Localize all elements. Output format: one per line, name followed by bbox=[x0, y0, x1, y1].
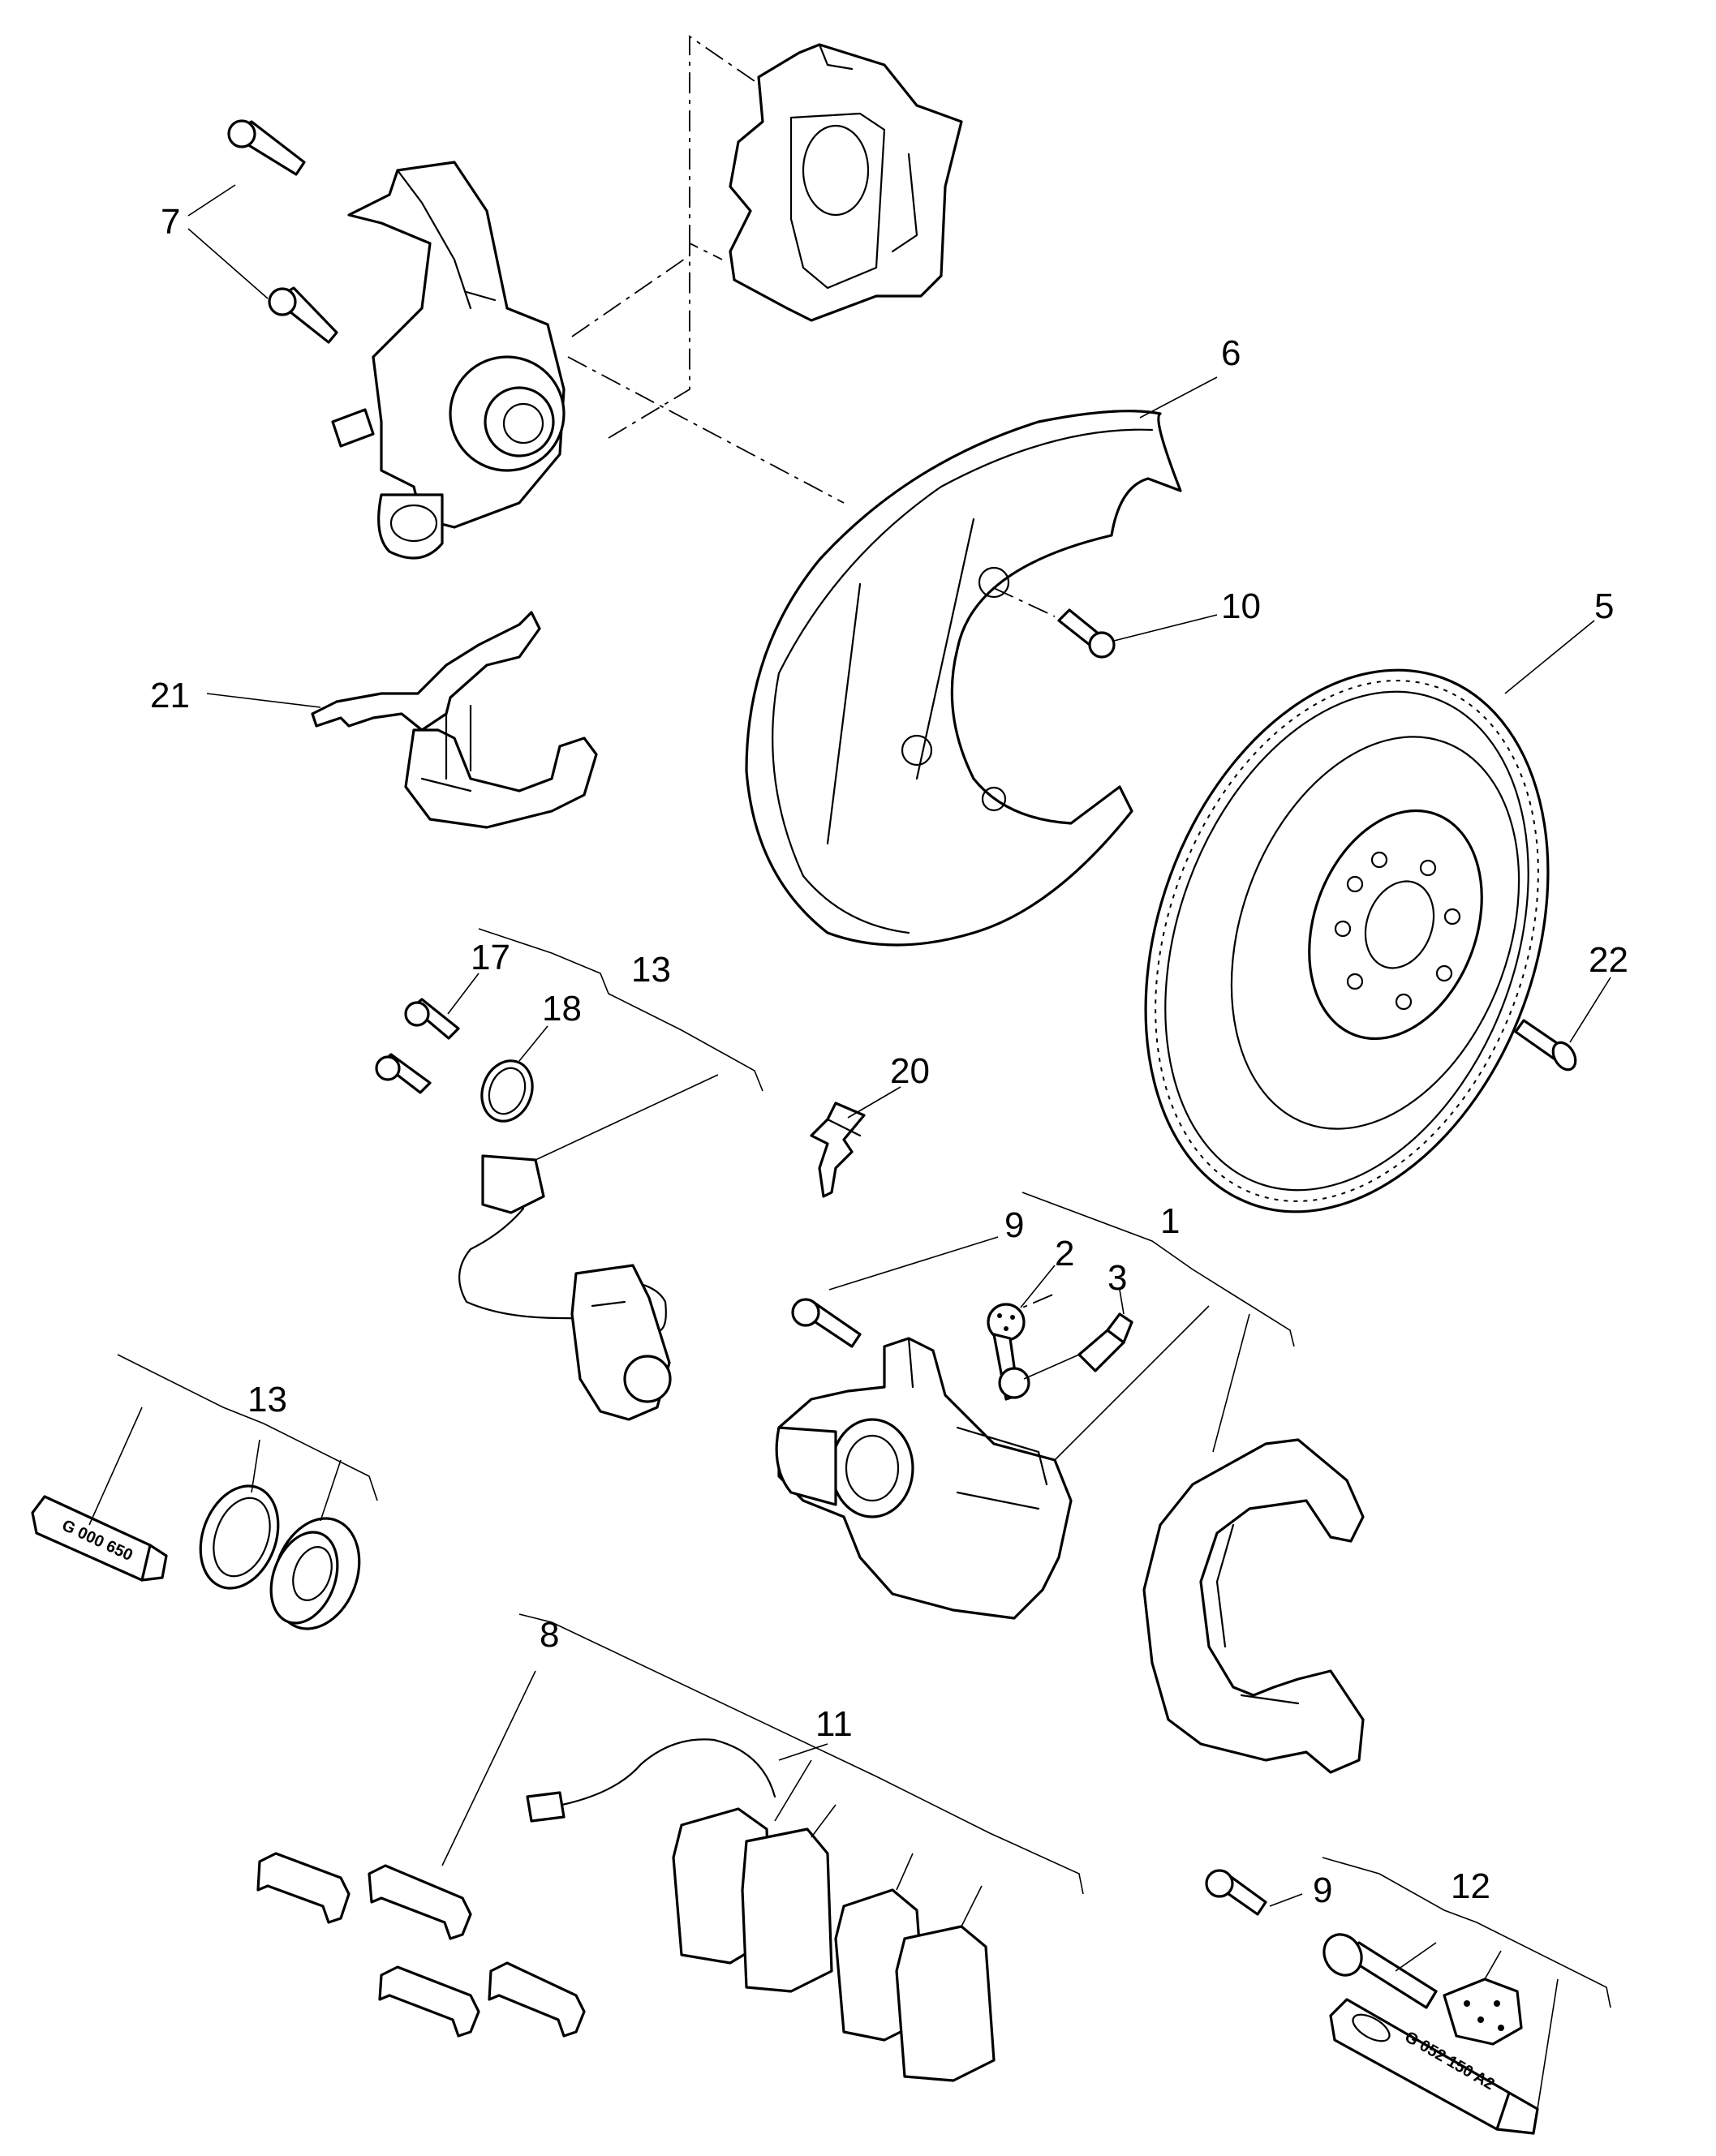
callout-20: 20 bbox=[890, 1051, 930, 1091]
pad-clips bbox=[256, 1852, 586, 2038]
callout-18: 18 bbox=[542, 989, 582, 1029]
callout-4: 13 bbox=[631, 950, 671, 990]
pad-wire bbox=[526, 1738, 776, 1823]
disc-screw bbox=[1514, 1019, 1577, 1072]
guide-bolt bbox=[1205, 1869, 1267, 1916]
seal-ring bbox=[199, 1484, 280, 1590]
callout-22: 22 bbox=[1589, 940, 1628, 980]
bleeder-cap bbox=[987, 1303, 1030, 1401]
o-ring bbox=[480, 1059, 534, 1123]
callout-9a: 9 bbox=[1004, 1205, 1024, 1245]
knuckle-bolts bbox=[227, 119, 338, 344]
callout-9b: 9 bbox=[1313, 1870, 1332, 1910]
callout-17: 17 bbox=[471, 938, 510, 977]
caliper-top bbox=[729, 43, 963, 322]
shield-bolt bbox=[1057, 608, 1116, 659]
callout-7: 5 bbox=[1594, 586, 1614, 626]
spring-clip bbox=[810, 1102, 866, 1198]
callout-13: 13 bbox=[247, 1380, 287, 1419]
callout-3: 3 bbox=[1107, 1258, 1127, 1298]
callout-8: 6 bbox=[1221, 333, 1241, 373]
wheel-bearing bbox=[269, 1517, 361, 1630]
sensor-screws bbox=[375, 998, 460, 1094]
brake-caliper bbox=[775, 1337, 1073, 1620]
callout-2: 2 bbox=[1055, 1234, 1074, 1273]
brake-pads bbox=[672, 1807, 996, 2082]
callout-5: 8 bbox=[540, 1615, 559, 1655]
callout-1: 1 bbox=[1160, 1201, 1180, 1241]
disc-shield bbox=[745, 410, 1182, 947]
wear-sensor bbox=[458, 1154, 672, 1421]
guide-pin bbox=[1322, 1933, 1438, 2009]
callout-6: 7 bbox=[161, 202, 180, 242]
bracket bbox=[311, 611, 598, 829]
caliper-carrier bbox=[1142, 1438, 1365, 1774]
bleeder-valve bbox=[1077, 1312, 1133, 1372]
steering-knuckle bbox=[331, 161, 566, 560]
callout-12: 12 bbox=[1451, 1866, 1490, 1906]
brake-disc bbox=[1144, 668, 1550, 1213]
callout-21: 21 bbox=[150, 676, 190, 715]
pin-boot bbox=[1443, 1978, 1523, 2046]
callout-11: 11 bbox=[815, 1704, 853, 1744]
caliper-bolt bbox=[791, 1298, 862, 1348]
grease-tube-13: G 000 650 bbox=[31, 1495, 168, 1582]
callout-10: 10 bbox=[1221, 586, 1261, 626]
